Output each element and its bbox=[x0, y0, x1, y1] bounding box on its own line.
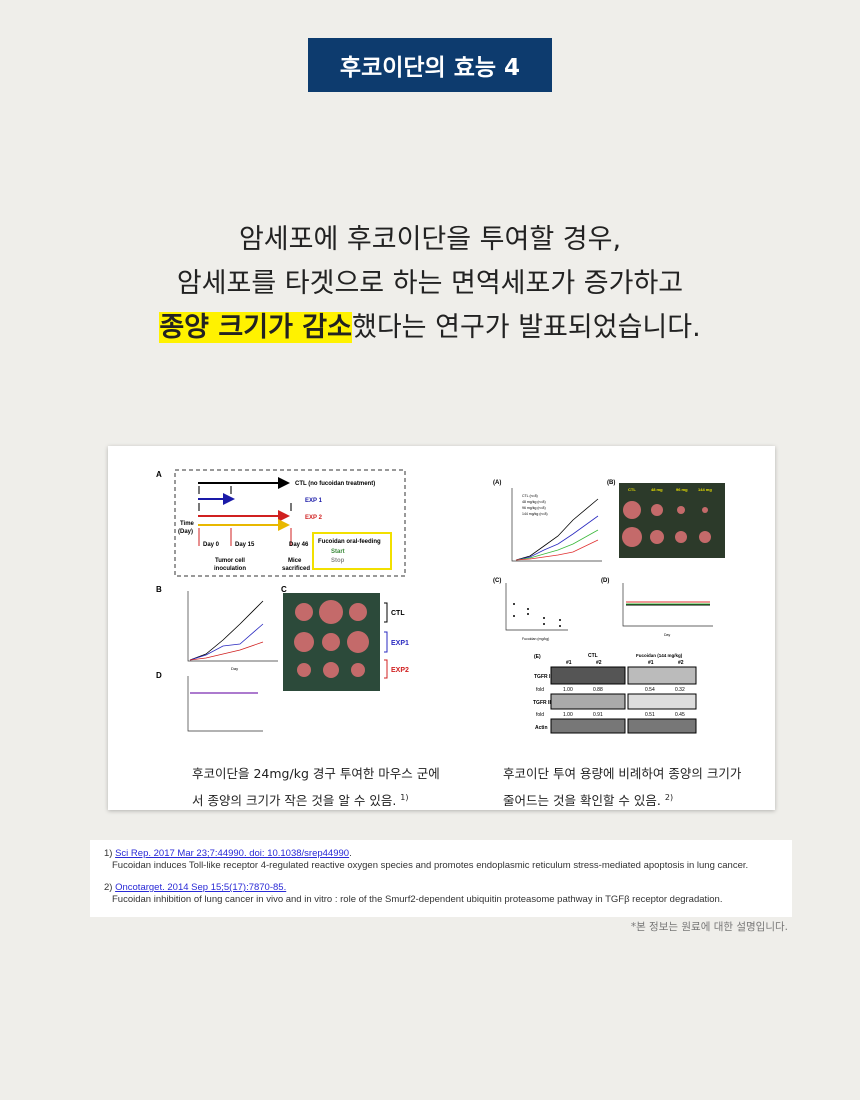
x-axis-label: Day bbox=[231, 666, 238, 671]
tgfr1-label: TGFR I bbox=[534, 674, 551, 680]
footnote: *본 정보는 원료에 대한 설명입니다. bbox=[630, 921, 788, 933]
headline-line-3: 종양 크기가 감소했다는 연구가 발표되었습니다. bbox=[0, 306, 860, 350]
inoculation-label: inoculation bbox=[214, 566, 246, 572]
reference-number: 2) bbox=[104, 882, 113, 893]
fold-value: 1.00 bbox=[563, 687, 573, 693]
exp2-label: EXP 2 bbox=[305, 515, 323, 521]
panel-label: B bbox=[156, 585, 162, 594]
reference-1: 1) Sci Rep. 2017 Mar 23;7:44990. doi: 10… bbox=[104, 848, 352, 859]
right-caption: 후코이단 투여 용량에 비례하여 종양의 크기가 줄어드는 것을 확인할 수 있… bbox=[503, 762, 741, 813]
series-exp1 bbox=[189, 623, 264, 661]
time-label: Time bbox=[180, 521, 195, 527]
right-caption-ref: 2) bbox=[664, 793, 674, 802]
reference-link-2[interactable]: Oncotarget. 2014 Sep 15;5(17):7870-85. bbox=[115, 882, 287, 893]
legend-item: 96 mg/kg (n=8) bbox=[522, 506, 546, 510]
right-panel-a-chart: (A) CTL (n=8) 48 mg/kg (n=8) 96 mg/kg (n=8… bbox=[493, 480, 602, 562]
panel-label: (B) bbox=[607, 480, 615, 486]
day-unit-label: (Day) bbox=[178, 529, 193, 535]
day46-label: Day 46 bbox=[289, 542, 309, 548]
headline: 암세포에 후코이단을 투여할 경우, 암세포를 타겟으로 하는 면역세포가 증가… bbox=[0, 218, 860, 350]
legend-start: Start bbox=[331, 549, 345, 555]
panel-label: D bbox=[156, 671, 162, 680]
exp1-label: EXP 1 bbox=[305, 498, 323, 504]
left-caption-line-1: 후코이단을 24mg/kg 경구 투여한 마우스 군에 bbox=[192, 766, 440, 781]
left-panel-b-chart: B Day bbox=[156, 585, 278, 671]
headline-highlight: 종양 크기가 감소 bbox=[159, 312, 352, 343]
right-caption-line-2: 줄어드는 것을 확인할 수 있음. bbox=[503, 793, 661, 809]
sacrificed-label: sacrificed bbox=[282, 566, 310, 572]
fold-value: 0.91 bbox=[593, 712, 603, 718]
right-panel-e-blot: (E) CTL Fucoidan (144 mg/kg) #1 #2 #1 #2 T… bbox=[533, 653, 697, 734]
right-caption-line-1: 후코이단 투여 용량에 비례하여 종양의 크기가 bbox=[503, 766, 742, 781]
left-panel-d-chart: D bbox=[156, 671, 263, 732]
left-panel-c-photo: C CTL EXP1 EXP2 bbox=[281, 585, 409, 691]
left-caption: 후코이단을 24mg/kg 경구 투여한 마우스 군에 서 종양의 크기가 작은… bbox=[192, 762, 440, 813]
fold-value: 0.45 bbox=[675, 712, 685, 718]
right-panel-d-chart: (D) Day bbox=[601, 578, 713, 637]
panel-label: (E) bbox=[534, 654, 541, 660]
x-axis-label: Day bbox=[664, 633, 670, 637]
day0-label: Day 0 bbox=[203, 542, 220, 548]
left-caption-ref: 1) bbox=[400, 793, 409, 802]
fold-value: 0.32 bbox=[675, 687, 685, 693]
panel-label: (C) bbox=[493, 578, 501, 584]
e-ctl-label: CTL bbox=[588, 653, 598, 659]
panel-label: C bbox=[281, 585, 287, 594]
legend-item: 48 mg/kg (n=8) bbox=[522, 500, 546, 504]
title-badge: 후코이단의 효능 4 bbox=[308, 38, 552, 92]
reference-title-1: Fucoidan induces Toll-like receptor 4-re… bbox=[112, 860, 749, 871]
c-exp1-label: EXP1 bbox=[391, 640, 409, 647]
fold-label: fold bbox=[536, 712, 544, 718]
legend-stop: Stop bbox=[331, 558, 345, 564]
panel-label: (D) bbox=[601, 578, 609, 584]
references-box: 1) Sci Rep. 2017 Mar 23;7:44990. doi: 10… bbox=[90, 840, 792, 917]
left-caption-line-2: 서 종양의 크기가 작은 것을 알 수 있음. bbox=[192, 793, 397, 809]
legend-item: CTL (n=8) bbox=[522, 494, 538, 498]
series-ctl bbox=[189, 600, 264, 661]
legend-title: Fucoidan oral-feeding bbox=[318, 539, 381, 545]
panel-label: A bbox=[156, 470, 162, 479]
lane-label: #2 bbox=[596, 660, 602, 666]
reference-2: 2) Oncotarget. 2014 Sep 15;5(17):7870-85… bbox=[104, 882, 792, 894]
reference-number: 1) bbox=[104, 848, 113, 859]
lane-label: #1 bbox=[566, 660, 572, 666]
tumor-label: Tumor cell bbox=[215, 558, 245, 564]
dose-label: 96 mg bbox=[676, 487, 688, 492]
reference-title-2: Fucoidan inhibition of lung cancer in vi… bbox=[112, 894, 723, 905]
mice-label: Mice bbox=[288, 558, 302, 564]
fold-label: fold bbox=[536, 687, 544, 693]
dose-label: CTL bbox=[628, 487, 636, 492]
research-figure: A CTL (no fucoidan treatment) EXP 1 EXP … bbox=[108, 446, 775, 810]
fold-value: 0.54 bbox=[645, 687, 655, 693]
dose-label: 48 mg bbox=[651, 487, 663, 492]
reference-link-1[interactable]: Sci Rep. 2017 Mar 23;7:44990. doi: 10.10… bbox=[115, 848, 350, 859]
e-fucoidan-label: Fucoidan (144 mg/kg) bbox=[636, 653, 683, 658]
fold-value: 0.88 bbox=[593, 687, 603, 693]
headline-line-1: 암세포에 후코이단을 투여할 경우, bbox=[238, 224, 622, 255]
c-ctl-label: CTL bbox=[391, 610, 405, 617]
ctl-label: CTL (no fucoidan treatment) bbox=[295, 481, 375, 487]
right-panel-b-photo: (B) CTL 48 mg 96 mg 144 mg bbox=[607, 480, 725, 558]
panel-label: (A) bbox=[493, 480, 501, 486]
fold-value: 0.51 bbox=[645, 712, 655, 718]
right-panel-c-chart: (C) Fucoidan (mg/kg) bbox=[493, 578, 568, 641]
lane-label: #1 bbox=[648, 660, 654, 666]
left-panel-a: A CTL (no fucoidan treatment) EXP 1 EXP … bbox=[156, 469, 406, 577]
headline-rest: 했다는 연구가 발표되었습니다. bbox=[352, 312, 701, 343]
day15-label: Day 15 bbox=[235, 542, 255, 548]
lane-label: #2 bbox=[678, 660, 684, 666]
figure-graphics: A CTL (no fucoidan treatment) EXP 1 EXP … bbox=[156, 469, 725, 734]
headline-line-2: 암세포를 타겟으로 하는 면역세포가 증가하고 bbox=[176, 268, 684, 299]
legend-item: 144 mg/kg (n=8) bbox=[522, 512, 548, 516]
fold-value: 1.00 bbox=[563, 712, 573, 718]
x-axis-label: Fucoidan (mg/kg) bbox=[522, 637, 549, 641]
series-exp2 bbox=[189, 641, 264, 661]
c-exp2-label: EXP2 bbox=[391, 667, 409, 674]
actin-label: Actin bbox=[535, 725, 548, 731]
dose-label: 144 mg bbox=[698, 487, 712, 492]
tgfr2-label: TGFR II bbox=[533, 700, 551, 706]
